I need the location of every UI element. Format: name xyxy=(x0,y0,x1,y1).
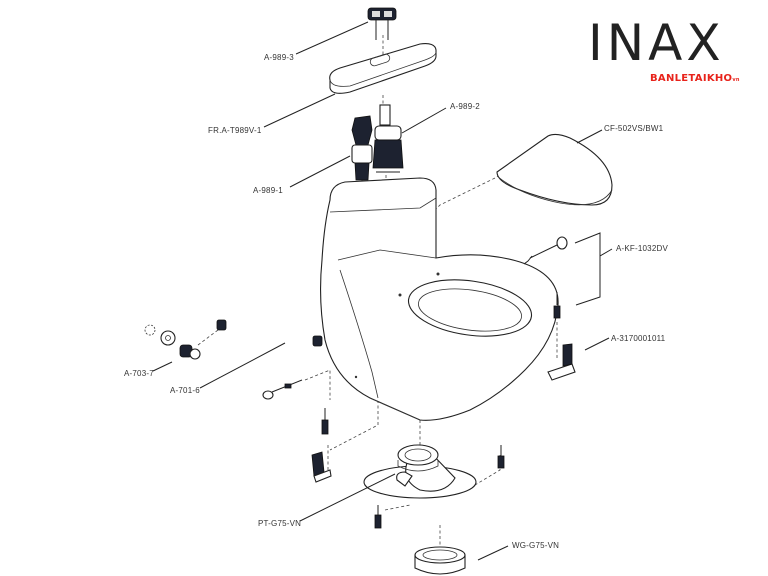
leader-lines xyxy=(152,21,613,561)
part-label: A-3170001011 xyxy=(611,334,666,343)
part-label: PT-G75-VN xyxy=(258,519,301,528)
brand-name: INAX xyxy=(588,14,725,72)
inax-logo: INAX xyxy=(588,18,728,68)
part-label: A-989-2 xyxy=(450,102,480,111)
flush-button-part xyxy=(367,7,397,40)
hose-part xyxy=(216,314,323,347)
fill-valve-part xyxy=(351,115,373,181)
flush-valve-part xyxy=(372,104,404,173)
tank-lid-part xyxy=(329,43,437,94)
part-label: A-KF-1032DV xyxy=(616,244,668,253)
part-label: CF-502VS/BW1 xyxy=(604,124,664,133)
toilet-body-part xyxy=(320,177,559,421)
part-label: FR.A-T989V-1 xyxy=(208,126,262,135)
floor-screws xyxy=(321,408,505,529)
floor-bracket-part xyxy=(547,343,576,381)
part-label: A-989-1 xyxy=(253,186,283,195)
stop-valve-part xyxy=(144,324,201,360)
site-name: BANLETAIKHO xyxy=(650,73,733,84)
seat-lid-part xyxy=(496,133,613,206)
p-trap-part xyxy=(363,444,477,499)
side-bolt-part xyxy=(262,379,303,400)
part-label: A-703-7 xyxy=(124,369,154,378)
site-suffix: vn xyxy=(732,77,740,83)
wax-gasket-part xyxy=(414,546,466,575)
site-watermark: BANLETAIKHOvn xyxy=(650,73,740,84)
seat-hinge-part xyxy=(523,236,568,319)
part-label: A-701-6 xyxy=(170,386,200,395)
part-label: A-989-3 xyxy=(264,53,294,62)
part-label: WG-G75-VN xyxy=(512,541,559,550)
floor-bracket-left xyxy=(311,451,332,483)
